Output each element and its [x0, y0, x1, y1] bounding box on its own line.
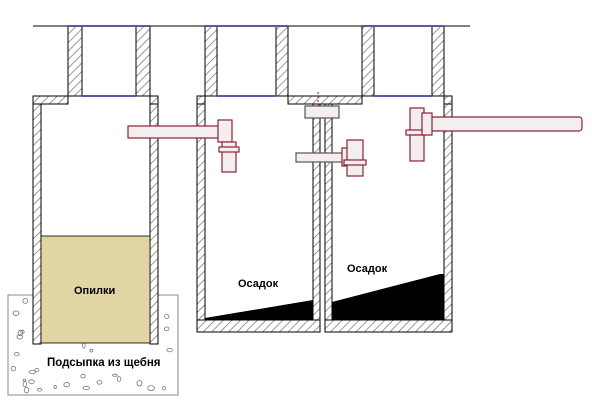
- transfer-pipe-2: [295, 152, 347, 163]
- gravel-stone: [22, 381, 28, 388]
- sediment-chamber-1: [205, 300, 313, 320]
- gravel-stone: [34, 368, 40, 373]
- pipes: [127, 105, 583, 177]
- sediment-chamber-2: [332, 274, 444, 320]
- outlet-pipe: [419, 116, 583, 132]
- gravel-stone: [80, 373, 86, 379]
- gravel-stone: [136, 380, 143, 387]
- gravel-stone: [17, 329, 24, 337]
- gravel-stone: [112, 373, 118, 377]
- gravel-stone: [89, 348, 94, 353]
- gravel-stone: [96, 380, 103, 385]
- sawdust-layer: [40, 235, 151, 344]
- label-sediment-2: Осадок: [347, 263, 388, 275]
- gravel-stone: [163, 326, 170, 332]
- gravel-stone: [53, 384, 57, 389]
- gravel-stone: [162, 386, 167, 391]
- gravel-stone: [28, 379, 35, 385]
- filter-well: [32, 25, 159, 345]
- gravel-stone: [63, 381, 70, 388]
- transfer-pipe-1: [127, 125, 229, 139]
- label-sawdust: Опилки: [74, 285, 115, 297]
- gravel-stone: [22, 297, 29, 304]
- gravel-stone: [23, 387, 30, 394]
- gravel-stone: [147, 385, 155, 392]
- gravel-stone: [166, 347, 173, 353]
- gravel-stone: [22, 378, 27, 382]
- gravel-stone: [164, 313, 170, 319]
- gravel-stone: [116, 376, 122, 382]
- gravel-stone: [82, 385, 90, 391]
- gravel-stone: [12, 310, 20, 316]
- label-sediment-1: Осадок: [238, 278, 279, 290]
- settling-tank: [196, 25, 453, 333]
- vent-pipe: [304, 105, 340, 119]
- gravel-stone: [16, 334, 23, 340]
- gravel-stone: [14, 352, 20, 357]
- gravel-stone: [28, 370, 37, 374]
- label-gravel-bed: Подсыпка из щебня: [47, 357, 160, 369]
- gravel-stone: [10, 365, 17, 372]
- gravel-stone: [36, 387, 43, 392]
